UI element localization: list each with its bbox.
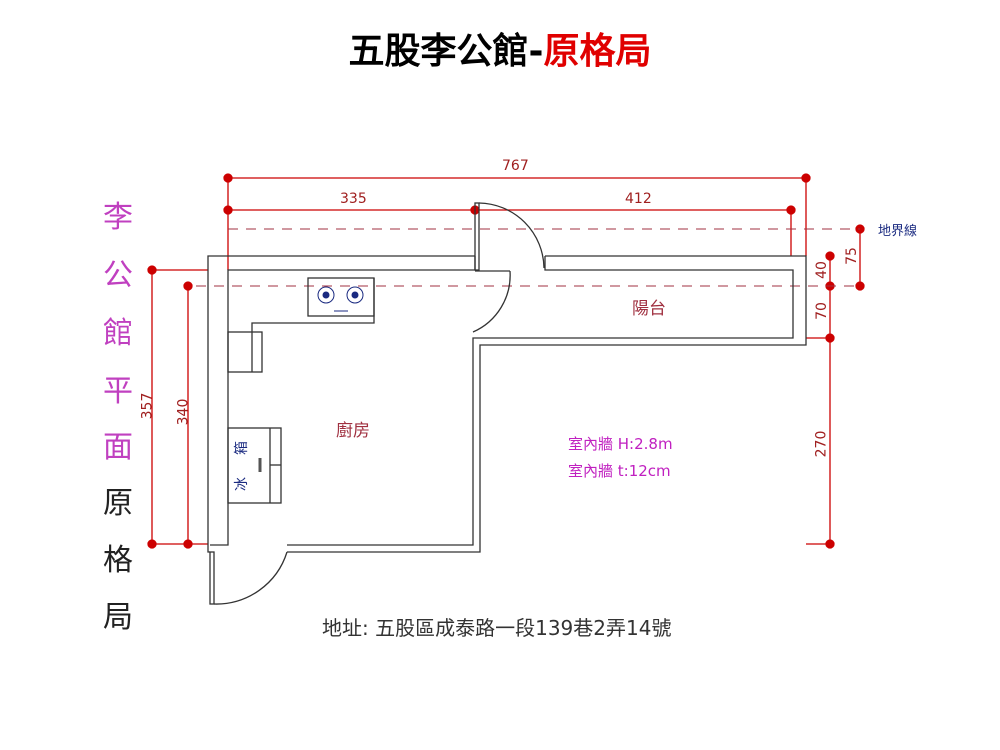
dim-70: 70 [813,302,830,320]
dim-340: 340 [175,398,192,426]
stove [307,277,375,317]
side-char: 平 [103,374,133,409]
side-char: 公 [103,258,133,293]
wall-thickness-note: 室內牆 t:12cm [568,462,671,480]
side-char: 面 [103,430,133,465]
dim-335: 335 [340,191,367,207]
side-char: 格 [103,543,133,578]
fridge-label-1: 冰 [234,477,250,491]
side-char: 館 [103,316,133,351]
title-main: 五股李公館- [348,31,544,72]
balcony-label: 陽台 [632,299,666,319]
property-line-label: 地界線 [878,224,918,239]
side-char: 李 [103,200,133,235]
walls [207,202,807,605]
dim-357: 357 [139,392,156,420]
page-title: 五股李公館-原格局 [0,22,1000,74]
dim-40: 40 [813,261,830,279]
wall-height-note: 室內牆 H:2.8m [568,435,673,453]
dim-412: 412 [625,191,652,207]
property-lines [196,228,860,287]
side-char: 局 [103,600,133,635]
sink [227,331,263,373]
address: 地址: 五股區成泰路一段139巷2弄14號 [322,616,672,640]
side-char: 原 [103,486,133,521]
dim-270: 270 [813,430,830,458]
title-highlight: 原格局 [543,31,652,72]
dimension-lines [147,173,865,549]
stove-burners [258,286,364,472]
dim-75: 75 [843,247,860,265]
kitchen-label: 廚房 [336,421,370,441]
fridge-label-2: 箱 [234,441,250,455]
dim-767: 767 [502,158,529,174]
